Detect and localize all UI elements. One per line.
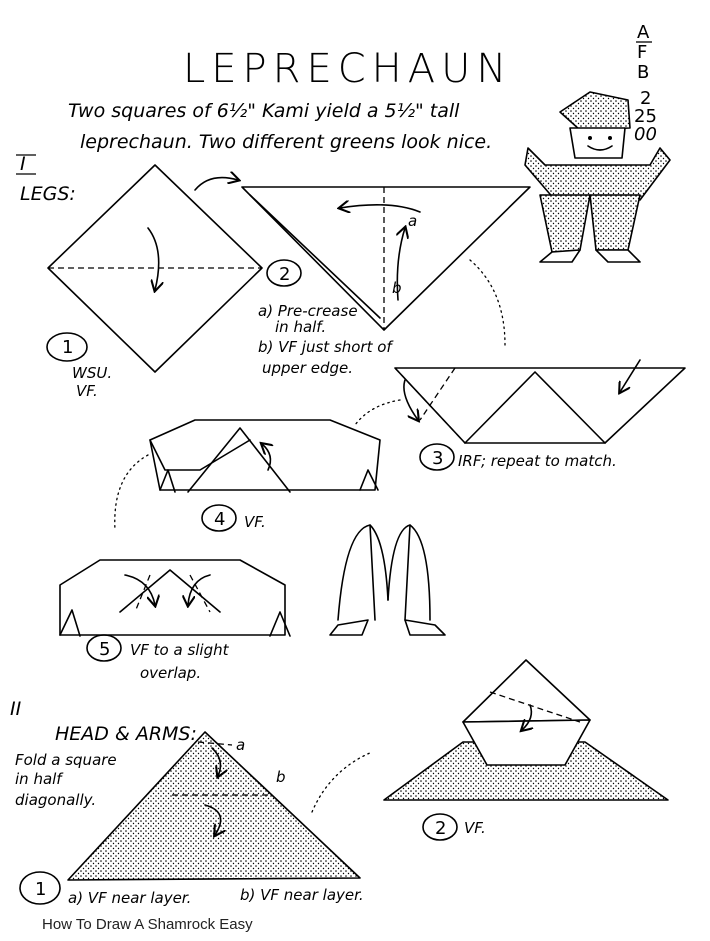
subtitle-line-2: leprechaun. Two different greens look ni… (80, 131, 492, 153)
section-2-intro: Fold a square (15, 751, 117, 769)
section-2-intro: in half (15, 770, 64, 788)
page-title: LEPRECHAUN (183, 46, 512, 92)
step-5-number: 5 (99, 639, 110, 660)
step-4-diagram (114, 419, 381, 531)
step-1-number: 1 (62, 337, 73, 358)
head-step-1-circle (19, 871, 61, 905)
section-2-numeral: II (10, 698, 22, 720)
step-2-note: a) Pre-crease (258, 302, 358, 320)
step-5-note: overlap. (140, 664, 201, 682)
section-2-heading: HEAD & ARMS: (55, 723, 197, 745)
head-step-1-note-a: a) VF near layer. (68, 889, 191, 907)
legs-result-diagram (329, 524, 446, 636)
step-2-note: in half. (275, 318, 326, 336)
author-credit: A F B 2 25 00 (634, 22, 657, 145)
step-5-diagram (59, 559, 291, 637)
step-2-note: upper edge. (262, 359, 353, 377)
head-step-1-number: 1 (35, 879, 46, 900)
section-2-intro: diagonally. (15, 791, 96, 809)
head-step-1-label-a: a (236, 736, 245, 754)
step-1-note: VF. (76, 382, 98, 400)
head-step-2-circle (422, 813, 458, 841)
step-2-circle (266, 259, 302, 287)
subtitle-line-1: Two squares of 6½" Kami yield a 5½" tall (68, 100, 460, 122)
step-2-note: b) VF just short of (258, 338, 394, 356)
head-step-1-note-b: b) VF near layer. (240, 886, 364, 904)
step-2-diagram (241, 186, 531, 346)
head-step-2-diagram (383, 659, 669, 801)
watermark-caption: How To Draw A Shamrock Easy (42, 916, 253, 933)
step-1-circle (46, 332, 88, 362)
step-4-note: VF. (244, 513, 266, 531)
credit-year: 00 (634, 124, 657, 145)
head-step-1-diagram (67, 731, 373, 881)
step-4-number: 4 (214, 509, 225, 530)
credit-initial: F (637, 42, 647, 63)
credit-month: 25 (634, 106, 657, 127)
credit-day: 2 (640, 88, 651, 109)
step-3-note: IRF; repeat to match. (458, 452, 617, 470)
step-5-circle (86, 634, 122, 662)
head-step-2-note: VF. (464, 819, 486, 837)
step-4-circle (201, 504, 237, 532)
section-1-numeral: I (20, 153, 26, 175)
step-3-number: 3 (432, 448, 443, 469)
arrow-icon (194, 178, 238, 191)
step-2-label-a: a (408, 212, 417, 230)
head-step-1-label-b: b (276, 768, 286, 786)
step-2-label-b: b (392, 279, 402, 297)
step-5-note: VF to a slight (130, 641, 230, 659)
step-2-number: 2 (279, 264, 290, 285)
leprechaun-figure (524, 91, 671, 263)
step-1-diagram (47, 164, 263, 373)
step-1-note: WSU. (72, 364, 112, 382)
head-step-2-number: 2 (435, 818, 446, 839)
credit-initial: A (637, 22, 650, 43)
step-3-diagram (354, 359, 686, 444)
step-3-circle (419, 443, 455, 471)
section-1-heading: LEGS: (20, 183, 76, 205)
credit-initial: B (637, 62, 649, 83)
